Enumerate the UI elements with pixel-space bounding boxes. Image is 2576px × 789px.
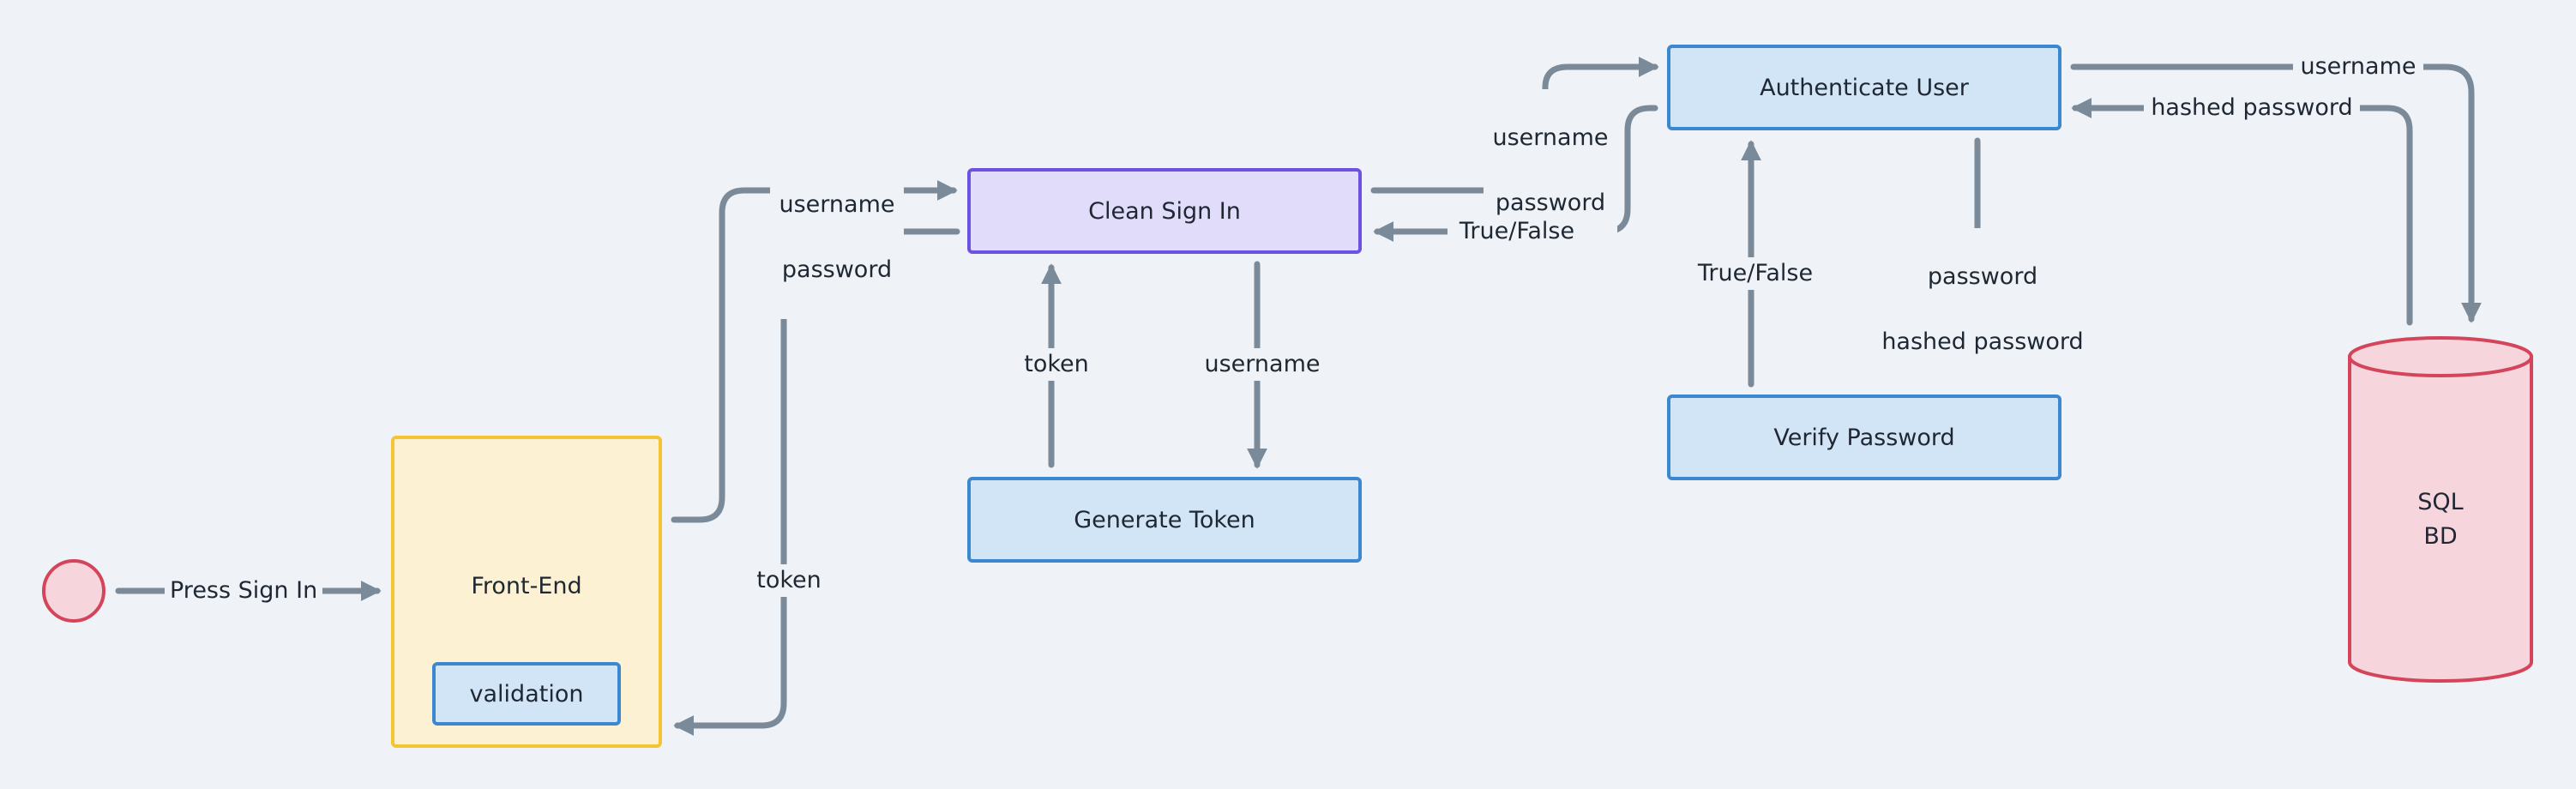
frontend-label: Front-End	[471, 573, 582, 599]
verify-password-node: Verify Password	[1667, 394, 2061, 480]
label-frontend-to-clean: username password	[770, 156, 904, 319]
label-clean-to-generate: username	[1197, 348, 1327, 381]
label-frontend-to-clean-line-1: username	[779, 191, 895, 218]
clean-sign-in-node: Clean Sign In	[967, 168, 1362, 254]
label-press-sign-in: Press Sign In	[165, 575, 323, 607]
label-db-to-auth: hashed password	[2144, 92, 2360, 124]
generate-token-label: Generate Token	[1074, 506, 1255, 533]
sql-db-line-1: SQL	[2417, 489, 2464, 515]
label-clean-to-frontend: token	[746, 564, 832, 597]
generate-token-node: Generate Token	[967, 477, 1362, 563]
edge-db-to-auth	[2071, 98, 2413, 326]
label-auth-to-verify-line-2: hashed password	[1881, 328, 2084, 355]
database-cylinder	[2348, 336, 2533, 683]
sql-db-label: SQL BD	[2350, 485, 2531, 554]
authenticate-user-node: Authenticate User	[1667, 45, 2061, 130]
label-frontend-to-clean-line-2: password	[781, 256, 893, 283]
sql-db-line-2: BD	[2423, 523, 2458, 550]
start-node	[42, 559, 105, 623]
edge-auth-to-db	[2070, 63, 2482, 323]
label-auth-to-verify-line-1: password	[1927, 263, 2038, 290]
validation-label: validation	[469, 680, 584, 708]
label-verify-to-auth: True/False	[1686, 257, 1825, 290]
label-auth-to-clean: True/False	[1447, 215, 1586, 248]
edge-frontend-to-clean	[671, 180, 958, 523]
label-clean-to-auth-line-1: username	[1492, 124, 1609, 151]
label-auth-to-db: username	[2293, 51, 2423, 83]
label-auth-to-verify: password hashed password	[1868, 228, 2098, 391]
verify-password-label: Verify Password	[1773, 424, 1955, 451]
label-generate-to-clean: token	[1014, 348, 1099, 381]
label-clean-to-auth-line-2: password	[1495, 190, 1606, 216]
authenticate-user-label: Authenticate User	[1760, 74, 1969, 101]
clean-sign-in-label: Clean Sign In	[1088, 197, 1241, 225]
validation-node: validation	[432, 662, 621, 726]
